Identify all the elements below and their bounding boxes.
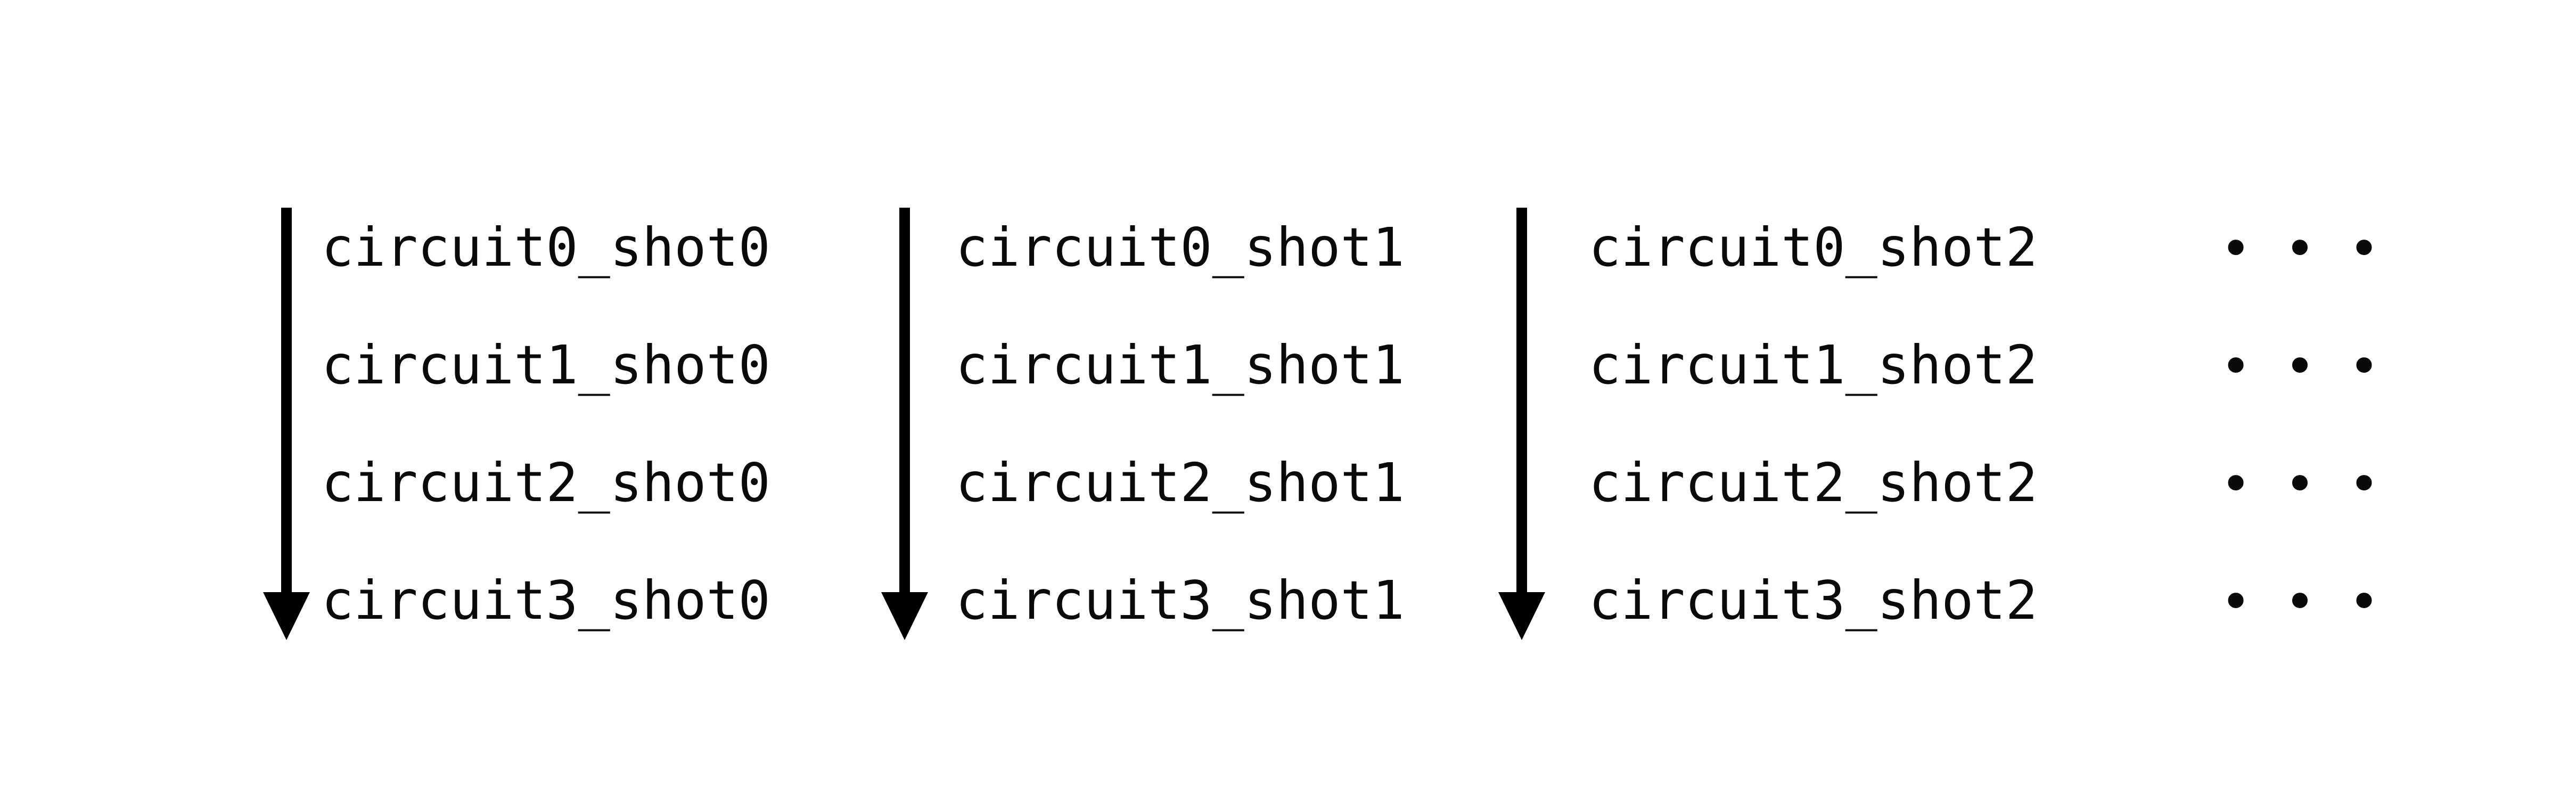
ellipsis-row: ∙ ∙ ∙ xyxy=(2220,452,2381,514)
down-arrow-icon xyxy=(1498,208,1545,640)
ellipsis-row: ∙ ∙ ∙ xyxy=(2220,569,2381,632)
label-circuit2-shot0: circuit2_shot0 xyxy=(322,452,770,514)
label-circuit1-shot0: circuit1_shot0 xyxy=(322,334,770,396)
down-arrow-head xyxy=(263,592,310,640)
down-arrow-shaft xyxy=(899,208,910,596)
down-arrow-shaft xyxy=(1516,208,1527,596)
ellipsis-row: ∙ ∙ ∙ xyxy=(2220,216,2381,278)
label-circuit3-shot1: circuit3_shot1 xyxy=(956,569,1405,632)
label-circuit3-shot0: circuit3_shot0 xyxy=(322,569,770,632)
down-arrow-icon xyxy=(263,208,310,640)
ellipsis-row: ∙ ∙ ∙ xyxy=(2220,334,2381,396)
label-circuit0-shot1: circuit0_shot1 xyxy=(956,216,1405,278)
label-circuit2-shot1: circuit2_shot1 xyxy=(956,452,1405,514)
label-circuit0-shot0: circuit0_shot0 xyxy=(322,216,770,278)
label-circuit1-shot2: circuit1_shot2 xyxy=(1589,334,2038,396)
label-circuit2-shot2: circuit2_shot2 xyxy=(1589,452,2038,514)
down-arrow-shaft xyxy=(281,208,292,596)
down-arrow-head xyxy=(881,592,928,640)
label-circuit3-shot2: circuit3_shot2 xyxy=(1589,569,2038,632)
label-circuit1-shot1: circuit1_shot1 xyxy=(956,334,1405,396)
label-circuit0-shot2: circuit0_shot2 xyxy=(1589,216,2038,278)
down-arrow-head xyxy=(1498,592,1545,640)
down-arrow-icon xyxy=(881,208,928,640)
